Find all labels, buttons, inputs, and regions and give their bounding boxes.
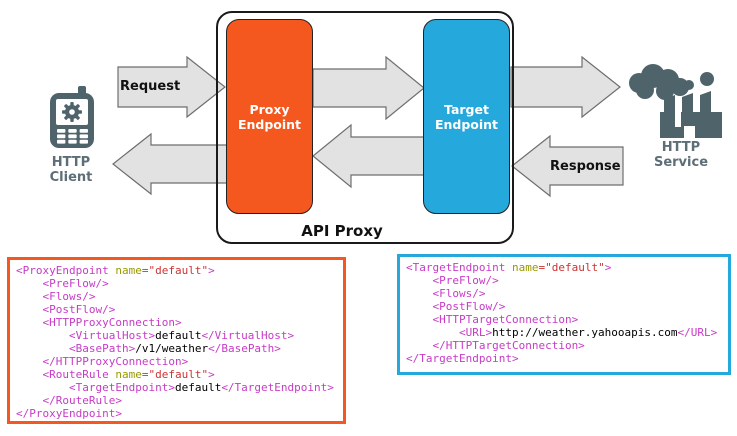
return-to-client-arrow — [112, 132, 231, 196]
code-line: <PostFlow/> — [16, 303, 116, 316]
code-line: </TargetEndpoint> — [406, 352, 519, 365]
target-to-proxy-arrow — [312, 123, 425, 189]
code-line: <HTTPProxyConnection> — [16, 316, 182, 329]
api-proxy-container — [216, 11, 514, 244]
code-line: <PostFlow/> — [406, 300, 506, 313]
code-line: <URL>http://weather.yahooapis.com</URL> — [406, 326, 718, 339]
target-to-service-arrow — [510, 55, 621, 119]
factory-icon — [629, 64, 722, 138]
smoke-cloud-icon — [629, 64, 714, 100]
code-line: <TargetEndpoint>default</TargetEndpoint> — [16, 381, 334, 394]
code-line: <Flows/> — [406, 287, 486, 300]
code-line: </HTTPTargetConnection> — [406, 339, 585, 352]
code-line: <HTTPTargetConnection> — [406, 313, 579, 326]
http-client-label: HTTP Client — [49, 155, 93, 185]
target-endpoint-label: Target Endpoint — [434, 101, 499, 132]
mobile-phone-icon — [50, 86, 94, 148]
code-line: <BasePath>/v1/weather</BasePath> — [16, 342, 281, 355]
code-line: <VirtualHost>default</VirtualHost> — [16, 329, 295, 342]
http-service-label: HTTP Service — [653, 140, 709, 170]
api-proxy-title: API Proxy — [301, 222, 383, 240]
gear-icon — [62, 102, 82, 122]
response-label: Response — [550, 159, 621, 174]
code-line: </RouteRule> — [16, 394, 122, 407]
request-label: Request — [120, 79, 181, 94]
proxy-endpoint-box: Proxy Endpoint — [226, 19, 313, 214]
proxy-to-target-arrow — [312, 55, 425, 121]
code-line: <Flows/> — [16, 290, 96, 303]
target-endpoint-box: Target Endpoint — [423, 19, 510, 214]
code-line: <PreFlow/> — [16, 277, 109, 290]
request-arrow — [117, 55, 226, 119]
code-line: <TargetEndpoint name="default"> — [406, 261, 612, 274]
code-line: <PreFlow/> — [406, 274, 499, 287]
code-line: <RouteRule name="default"> — [16, 368, 215, 381]
code-line: </ProxyEndpoint> — [16, 407, 122, 420]
code-line: <ProxyEndpoint name="default"> — [16, 264, 215, 277]
response-arrow — [511, 134, 624, 198]
proxy-endpoint-config: <ProxyEndpoint name="default"> <PreFlow/… — [7, 257, 346, 424]
target-endpoint-config: <TargetEndpoint name="default"> <PreFlow… — [397, 254, 731, 375]
proxy-endpoint-label: Proxy Endpoint — [237, 101, 302, 132]
code-line: </HTTPProxyConnection> — [16, 355, 189, 368]
